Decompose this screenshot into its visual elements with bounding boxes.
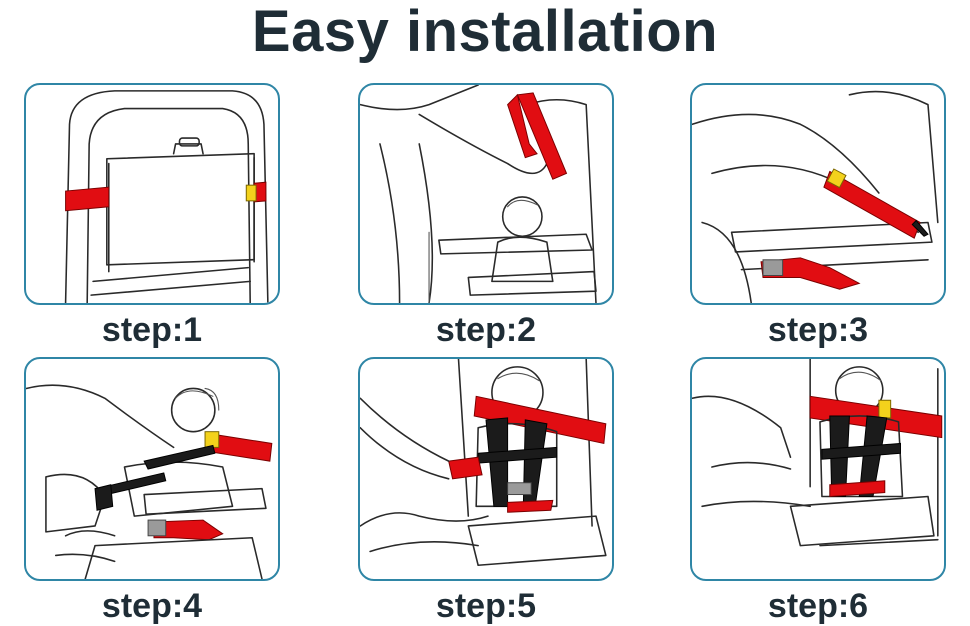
step-1-illustration — [24, 83, 280, 305]
step-2-label: step:2 — [346, 310, 626, 350]
step-6-label: step:6 — [678, 586, 958, 626]
adult-tightening-strap-drawing — [692, 85, 944, 303]
step-5-label: step:5 — [346, 586, 626, 626]
step-2-illustration — [358, 83, 614, 305]
step-3-label: step:3 — [678, 310, 958, 350]
child-harness-fitting-drawing — [26, 359, 278, 579]
step-1-label: step:1 — [12, 310, 292, 350]
step-6-illustration — [690, 357, 946, 581]
adult-raising-strap-drawing — [360, 85, 612, 303]
step-4-label: step:4 — [12, 586, 292, 626]
child-secured-drawing — [692, 359, 944, 579]
step-5-illustration — [358, 357, 614, 581]
seatback-tray-strap-drawing — [26, 85, 278, 303]
step-3-illustration — [690, 83, 946, 305]
buckling-harness-drawing — [360, 359, 612, 579]
step-4-illustration — [24, 357, 280, 581]
page-title: Easy installation — [0, 0, 970, 64]
